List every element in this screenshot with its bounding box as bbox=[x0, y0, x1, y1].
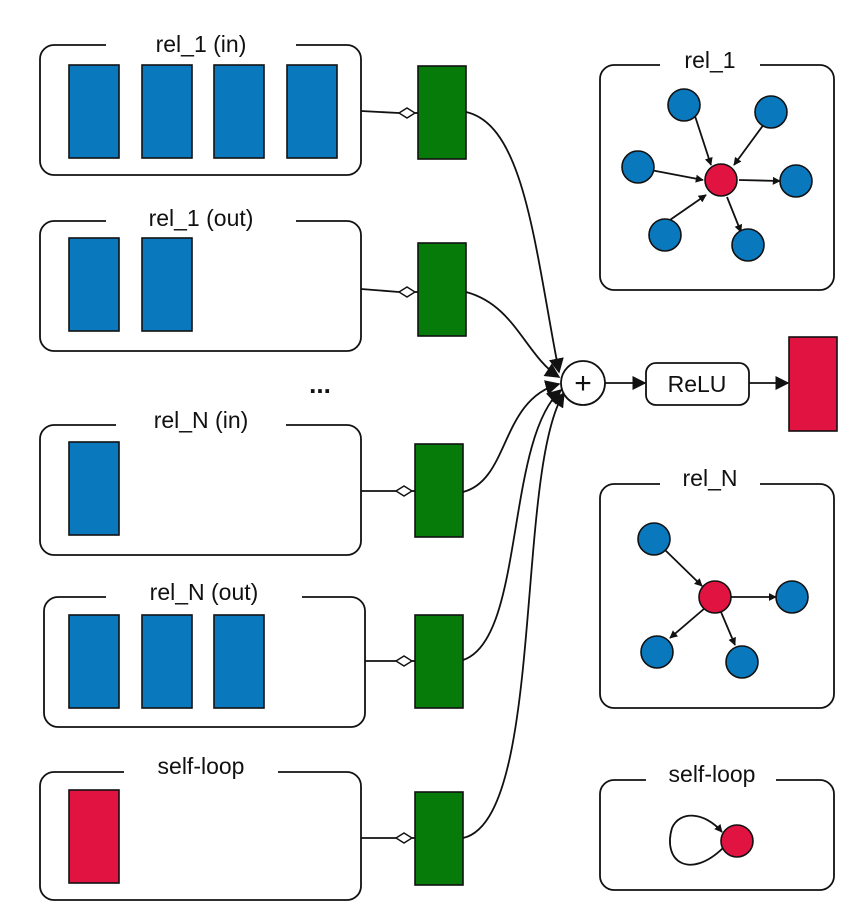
graph-panel: rel_N bbox=[599, 465, 835, 709]
panel-label: rel_N bbox=[683, 465, 738, 491]
relation-group: rel_1 (out) bbox=[39, 204, 362, 352]
feature-block bbox=[68, 789, 120, 884]
neighbor-node bbox=[779, 164, 813, 198]
plus-icon: + bbox=[574, 367, 592, 400]
panel-box bbox=[599, 779, 835, 891]
relu-label: ReLU bbox=[668, 371, 727, 397]
aggregation-edges bbox=[462, 111, 565, 839]
neighbor-node bbox=[775, 580, 809, 614]
diamond-icon bbox=[397, 286, 417, 298]
neighbor-node bbox=[725, 645, 759, 679]
relation-group: rel_N (in) bbox=[39, 406, 362, 556]
feature-block bbox=[68, 237, 120, 332]
diamond-icon bbox=[394, 832, 414, 844]
panel-label: rel_1 bbox=[684, 47, 735, 73]
ellipsis: ... bbox=[309, 369, 331, 399]
relation-group: self-loop bbox=[39, 752, 362, 901]
neighbor-node bbox=[667, 88, 701, 122]
weight-blocks bbox=[414, 65, 467, 886]
diamond-icon bbox=[394, 655, 414, 667]
neighbor-node bbox=[621, 150, 655, 184]
diamond-icon bbox=[394, 485, 414, 497]
center-node bbox=[698, 580, 732, 614]
feature-block bbox=[68, 441, 120, 536]
feature-block bbox=[68, 614, 120, 709]
neighbor-node bbox=[637, 522, 671, 556]
self-loop-edge bbox=[669, 814, 724, 866]
relation-group: rel_N (out) bbox=[43, 578, 366, 728]
feature-block bbox=[141, 237, 193, 332]
feature-block bbox=[68, 64, 120, 159]
neighbor-node bbox=[640, 635, 674, 669]
neighbor-node bbox=[648, 218, 682, 252]
group-label: rel_N (out) bbox=[150, 579, 259, 605]
weight-block bbox=[417, 65, 467, 160]
center-node bbox=[704, 163, 738, 197]
relu-box bbox=[645, 362, 750, 406]
neighbor-node bbox=[754, 95, 788, 129]
neighbor-node bbox=[731, 228, 765, 262]
weight-block bbox=[414, 614, 464, 709]
relation-group: rel_1 (in) bbox=[39, 30, 362, 176]
weight-block bbox=[414, 443, 464, 538]
group-label: rel_1 (out) bbox=[149, 205, 254, 231]
output-block bbox=[788, 336, 838, 432]
feature-block bbox=[213, 64, 265, 159]
feature-block bbox=[213, 614, 265, 709]
group-label: self-loop bbox=[158, 753, 245, 779]
graph-panel: self-loop bbox=[599, 761, 835, 891]
center-node bbox=[720, 824, 754, 858]
feature-block bbox=[286, 64, 338, 159]
weight-connectors bbox=[360, 107, 418, 844]
weight-block bbox=[417, 242, 467, 337]
group-label: rel_1 (in) bbox=[156, 31, 247, 57]
group-label: rel_N (in) bbox=[154, 407, 249, 433]
graph-panel: rel_1 bbox=[599, 47, 835, 291]
diamond-icon bbox=[397, 107, 417, 119]
feature-block bbox=[141, 64, 193, 159]
feature-block bbox=[141, 614, 193, 709]
aggregator: + bbox=[560, 360, 606, 406]
weight-block bbox=[414, 791, 464, 886]
panel-label: self-loop bbox=[669, 761, 756, 787]
